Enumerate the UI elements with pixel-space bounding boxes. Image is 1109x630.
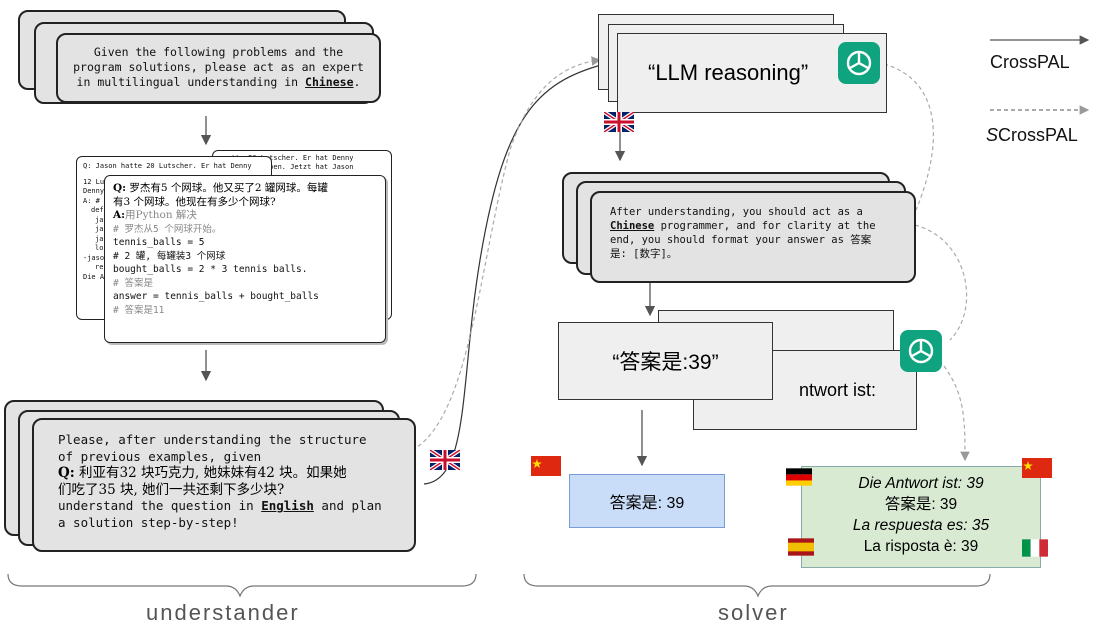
- question-language: English: [261, 498, 314, 513]
- scrosspal-curve: [411, 56, 602, 451]
- dashed-answer-to-multi: [943, 365, 970, 462]
- example-question: Q: 罗杰有5 个网球。他又买了2 罐网球。每罐: [113, 182, 328, 194]
- single-result-box: 答案是: 39: [569, 474, 725, 528]
- legend-crosspal: CrossPAL: [990, 52, 1070, 72]
- china-flag-icon: [531, 456, 561, 476]
- answer-text: “答案是:39”: [612, 351, 719, 374]
- italy-flag-icon: [1022, 539, 1048, 557]
- program-card: After understanding, you should act as a…: [590, 191, 916, 283]
- china-flag-icon: [1022, 458, 1052, 478]
- chatgpt-logo-icon: [900, 330, 942, 372]
- chatgpt-logo-icon: [838, 42, 880, 84]
- answer-card-front: “答案是:39”: [558, 322, 773, 400]
- question-card: Please, after understanding the structur…: [32, 418, 416, 552]
- spain-flag-icon: [788, 538, 814, 556]
- understander-brace: [7, 573, 477, 598]
- example-card-front: Q: 罗杰有5 个网球。他又买了2 罐网球。每罐 有3 个网球。他现在有多少个网…: [104, 175, 386, 343]
- solver-brace: [523, 573, 991, 598]
- prompt-line-3: in multilingual understanding in Chinese…: [76, 75, 361, 89]
- program-language: Chinese: [610, 220, 655, 232]
- reasoning-text: “LLM reasoning”: [648, 60, 809, 85]
- legend-scrosspal: SCrossPAL: [986, 125, 1078, 145]
- understander-label: understander: [146, 600, 300, 625]
- uk-flag-icon: [604, 112, 634, 132]
- uk-flag-icon: [430, 450, 460, 470]
- prompt-line-2: program solutions, please act as an expe…: [73, 60, 364, 74]
- multi-result-box: Die Antwort ist: 39 答案是: 39 La respuesta…: [801, 466, 1041, 568]
- germany-flag-icon: [786, 468, 812, 486]
- prompt-card: Given the following problems and the pro…: [56, 33, 381, 103]
- prompt-line-1: Given the following problems and the: [93, 45, 344, 59]
- prompt-language: Chinese: [305, 75, 354, 89]
- dashed-program-loop: [914, 224, 968, 341]
- solver-label: solver: [718, 600, 789, 625]
